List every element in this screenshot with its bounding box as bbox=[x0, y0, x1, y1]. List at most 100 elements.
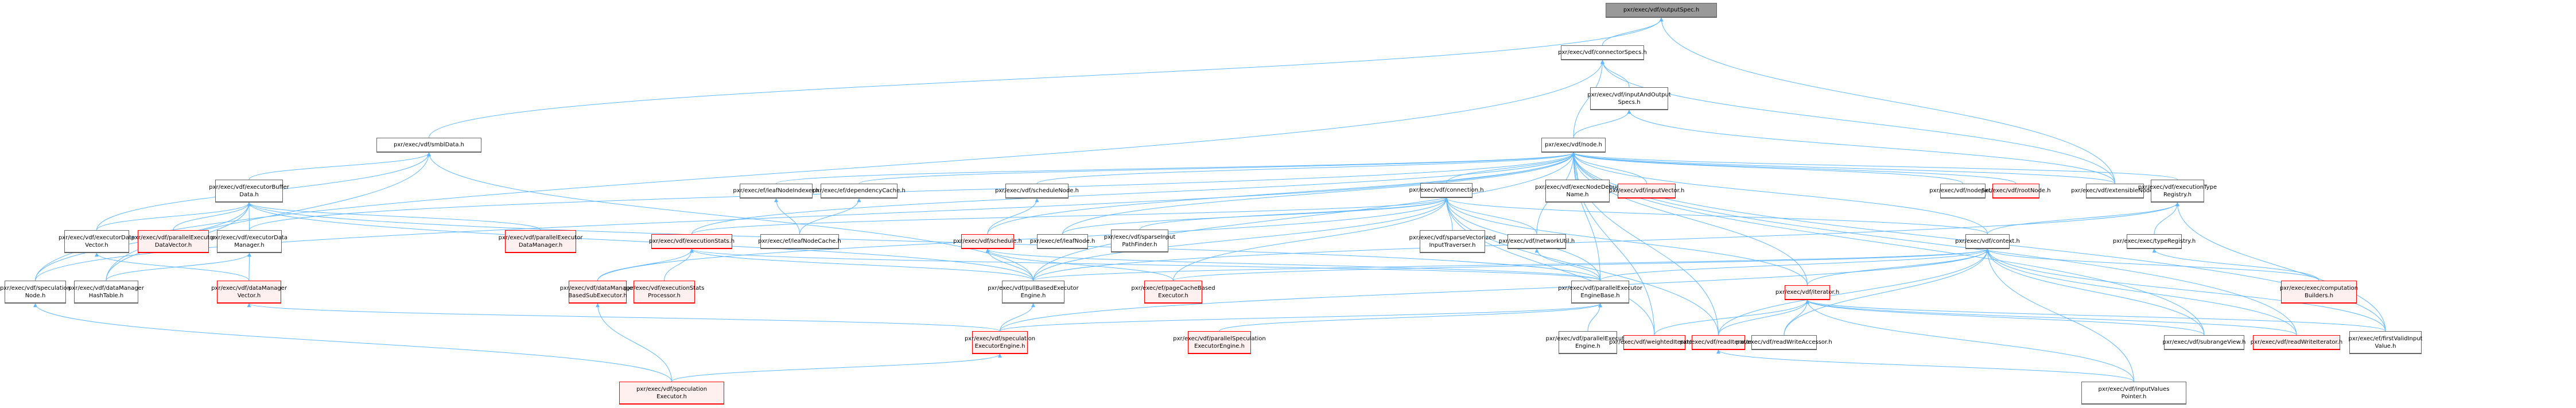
edge-pullBasedExecutorEngine-to-node bbox=[1033, 152, 1576, 281]
edge-pullBasedExecutorEngine-to-connection bbox=[1033, 197, 1448, 281]
edge-executorDataManager-to-executorBufferData bbox=[247, 202, 251, 231]
node-smblData[interactable]: pxr/exec/vdf/smblData.h bbox=[376, 138, 481, 153]
node-parallelExecutorDataManager[interactable]: pxr/exec/vdf/parallelExecutor DataManage… bbox=[499, 230, 582, 253]
edge-sparseInputPathFinder-to-connection bbox=[1139, 197, 1448, 230]
node-typeRegistry[interactable]: pxr/exec/exec/typeRegistry.h bbox=[2113, 234, 2196, 249]
node-readWriteIterator[interactable]: pxr/exec/vdf/readWriteIterator.h bbox=[2251, 335, 2342, 350]
node-networkUtil[interactable]: pxr/exec/vdf/networkUtil.h bbox=[1499, 234, 1575, 249]
node-speculationExecutor[interactable]: pxr/exec/vdf/speculation Executor.h bbox=[619, 382, 724, 405]
node-executionStats[interactable]: pxr/exec/vdf/executionStats.h bbox=[649, 234, 735, 249]
edge-pageCacheBasedExecutor-to-context bbox=[1173, 248, 1990, 281]
node-executionStatsProcessor[interactable]: pxr/exec/vdf/executionStats Processor.h bbox=[624, 281, 704, 304]
node-leafNodeCache[interactable]: pxr/exec/ef/leafNodeCache.h bbox=[758, 234, 841, 249]
edge-executorDataManager-to-node bbox=[249, 152, 1576, 231]
node-pullBasedExecutorEngine[interactable]: pxr/exec/vdf/pullBasedExecutor Engine.h bbox=[988, 281, 1079, 304]
node-firstValidInputValue[interactable]: pxr/exec/ef/firstValidInput Value.h bbox=[2349, 331, 2422, 354]
edge-parallelExecutorEngineBase-to-executionStats bbox=[690, 248, 1600, 281]
node-execNodeDebugName[interactable]: pxr/exec/vdf/execNodeDebug Name.h bbox=[1535, 180, 1620, 203]
edge-executorBufferData-to-smblData bbox=[248, 152, 431, 180]
node-speculationNode[interactable]: pxr/exec/vdf/speculation Node.h bbox=[0, 281, 71, 304]
node-dataManagerVector[interactable]: pxr/exec/vdf/dataManager Vector.h bbox=[211, 281, 287, 304]
edge-speculationExecutor-to-dataManagerBasedSubExecutor bbox=[596, 303, 672, 382]
edge-readIterator-to-iterator bbox=[1718, 300, 1809, 336]
node-parallelSpeculationExecutorEngine[interactable]: pxr/exec/vdf/parallelSpeculation Executo… bbox=[1173, 331, 1266, 354]
edge-dataManagerVector-to-executorDataVector bbox=[95, 252, 250, 281]
edge-rootNode-to-node bbox=[1571, 152, 2016, 184]
node-leafNode[interactable]: pxr/exec/ef/leafNode.h bbox=[1030, 234, 1095, 249]
node-executorBufferData[interactable]: pxr/exec/vdf/executorBuffer Data.h bbox=[209, 180, 289, 203]
edge-leafNodeIndexer-to-node bbox=[776, 152, 1576, 184]
edge-iterator-to-node bbox=[1571, 152, 1808, 286]
node-readWriteAccessor[interactable]: pxr/exec/vdf/readWriteAccessor.h bbox=[1736, 335, 1832, 350]
node-dependencyCache[interactable]: pxr/exec/ef/dependencyCache.h bbox=[813, 184, 906, 199]
node-executorDataManager[interactable]: pxr/exec/vdf/executorData Manager.h bbox=[211, 230, 287, 253]
edge-subrangeView-to-context bbox=[1986, 248, 2205, 336]
edge-speculationExecutorEngine-to-parallelExecutorEngineBase bbox=[1000, 303, 1602, 332]
edge-scheduleNode-to-node bbox=[1036, 152, 1576, 184]
node-iterator[interactable]: pxr/exec/vdf/iterator.h bbox=[1775, 285, 1839, 300]
edge-speculationExecutorEngine-to-dataManagerVector bbox=[247, 303, 1000, 332]
edge-speculationExecutor-to-speculationNode bbox=[33, 303, 672, 382]
node-outputSpec[interactable]: pxr/exec/vdf/outputSpec.h bbox=[1606, 3, 1717, 18]
edge-parallelExecutorDataManager-to-executorBufferData bbox=[247, 202, 541, 231]
node-dataManagerBasedSubExecutor[interactable]: pxr/exec/vdf/dataManager BasedSubExecuto… bbox=[560, 281, 635, 304]
node-scheduleNode[interactable]: pxr/exec/vdf/scheduleNode.h bbox=[995, 184, 1079, 199]
edge-node-to-inputAndOutputSpecs bbox=[1573, 110, 1631, 138]
node-executionTypeRegistry[interactable]: pxr/exec/vdf/executionType Registry.h bbox=[2138, 180, 2217, 203]
edge-readIterator-to-connection bbox=[1444, 197, 1719, 336]
node-pageCacheBasedExecutor[interactable]: pxr/exec/ef/pageCacheBased Executor.h bbox=[1131, 281, 1215, 304]
edge-parallelExecutorEngineBase-to-schedule bbox=[985, 248, 1600, 281]
edge-dataManagerVector-to-executorDataManager bbox=[247, 252, 251, 281]
node-context[interactable]: pxr/exec/vdf/context.h bbox=[1955, 234, 2020, 249]
edge-parallelExecutorEngineBase-to-executorBufferData bbox=[247, 202, 1600, 281]
edge-inputValuesPointer-to-iterator bbox=[1805, 300, 2134, 382]
node-parallelExecutorEngine[interactable]: pxr/exec/vdf/parallelExecutor Engine.h bbox=[1546, 331, 1630, 354]
node-extensibleNode[interactable]: pxr/exec/vdf/extensibleNode.h bbox=[2071, 184, 2159, 199]
node-speculationExecutorEngine[interactable]: pxr/exec/vdf/speculation ExecutorEngine.… bbox=[965, 331, 1035, 354]
node-computationBuilders[interactable]: pxr/exec/exec/computation Builders.h bbox=[2280, 281, 2358, 304]
node-dataManagerHashTable[interactable]: pxr/exec/vdf/dataManager HashTable.h bbox=[68, 281, 144, 304]
edge-executionStatsProcessor-to-executionStats bbox=[664, 248, 694, 281]
edge-smblData-to-outputSpec bbox=[429, 17, 1664, 138]
edge-pullBasedExecutorEngine-to-schedule bbox=[985, 248, 1033, 281]
node-leafNodeIndexer[interactable]: pxr/exec/ef/leafNodeIndexer.h bbox=[733, 184, 819, 199]
edge-computationBuilders-to-typeRegistry bbox=[2152, 248, 2319, 281]
edge-leafNodeCache-to-dependencyCache bbox=[799, 198, 861, 235]
node-readIterator[interactable]: pxr/exec/vdf/readIterator.h bbox=[1680, 335, 1757, 350]
edge-executionTypeRegistry-to-node bbox=[1571, 152, 2178, 180]
node-sparseInputPathFinder[interactable]: pxr/exec/vdf/sparseInput PathFinder.h bbox=[1104, 230, 1175, 252]
node-rootNode[interactable]: pxr/exec/vdf/rootNode.h bbox=[1981, 184, 2051, 199]
edge-dataManagerBasedSubExecutor-to-executionStats bbox=[597, 248, 694, 281]
edge-parallelExecutorEngine-to-parallelExecutorEngineBase bbox=[1587, 303, 1602, 332]
node-executorDataVector[interactable]: pxr/exec/vdf/executorData Vector.h bbox=[59, 230, 135, 253]
node-parallelExecutorDataVector[interactable]: pxr/exec/vdf/parallelExecutor DataVector… bbox=[131, 230, 215, 253]
edge-pullBasedExecutorEngine-to-context bbox=[1033, 248, 1990, 281]
edge-connectorSpecs-to-outputSpec bbox=[1602, 17, 1664, 46]
edge-inputValuesPointer-to-context bbox=[1986, 248, 2134, 382]
node-sparseVectorizedInputTraverser[interactable]: pxr/exec/vdf/sparseVectorized InputTrave… bbox=[1409, 230, 1496, 253]
node-schedule[interactable]: pxr/exec/vdf/schedule.h bbox=[953, 234, 1022, 249]
edge-context-to-connection bbox=[1444, 197, 1988, 235]
edge-pullBasedExecutorEngine-to-smblData bbox=[427, 152, 1033, 281]
edge-parallelExecutorEngineBase-to-context bbox=[1600, 248, 1990, 281]
edge-sparseVectorizedInputTraverser-to-connection bbox=[1444, 197, 1453, 231]
edge-connection-to-node bbox=[1446, 152, 1576, 184]
node-inputValuesPointer[interactable]: pxr/exec/vdf/inputValues Pointer.h bbox=[2081, 382, 2186, 405]
node-inputAndOutputSpecs[interactable]: pxr/exec/vdf/inputAndOutput Specs.h bbox=[1587, 87, 1671, 110]
edge-extensibleNode-to-inputAndOutputSpecs bbox=[1627, 110, 2115, 184]
node-parallelExecutorEngineBase[interactable]: pxr/exec/vdf/parallelExecutor EngineBase… bbox=[1558, 281, 1642, 304]
edge-schedule-to-scheduleNode bbox=[987, 198, 1039, 235]
edge-pullBasedExecutorEngine-to-executionStats bbox=[690, 248, 1033, 281]
edge-dataManagerHashTable-to-executorDataManager bbox=[106, 252, 251, 281]
edge-readIterator-to-context bbox=[1718, 248, 1990, 336]
node-node[interactable]: pxr/exec/vdf/node.h bbox=[1541, 138, 1606, 153]
edge-executorDataVector-to-executorBufferData bbox=[96, 202, 251, 231]
node-connectorSpecs[interactable]: pxr/exec/vdf/connectorSpecs.h bbox=[1558, 45, 1647, 60]
node-nodeSet[interactable]: pxr/exec/vdf/nodeSet.h bbox=[1929, 184, 1996, 199]
node-inputVector[interactable]: pxr/exec/vdf/inputVector.h bbox=[1609, 184, 1684, 199]
node-weightedIterator[interactable]: pxr/exec/vdf/weightedIterator.h bbox=[1609, 335, 1700, 350]
edge-firstValidInputValue-to-iterator bbox=[1805, 300, 2386, 332]
edge-parallelSpeculationExecutorEngine-to-parallelExecutorEngineBase bbox=[1219, 303, 1602, 332]
node-subrangeView[interactable]: pxr/exec/vdf/subrangeView.h bbox=[2163, 335, 2245, 350]
node-connection[interactable]: pxr/exec/vdf/connection.h bbox=[1409, 183, 1484, 198]
